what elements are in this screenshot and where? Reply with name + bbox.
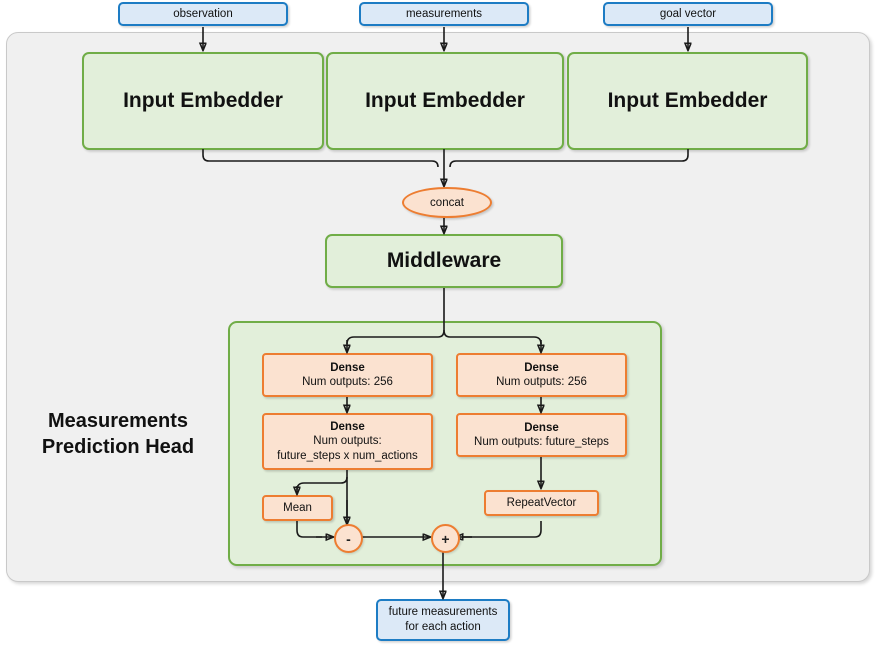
input-embedder-measurements[interactable]: Input Embedder — [326, 52, 564, 150]
left-dense-256-outputs: Num outputs: 256 — [302, 376, 393, 388]
concat-node[interactable]: concat — [402, 187, 492, 218]
right-dense-future-steps-outputs: Num outputs: future_steps — [474, 436, 609, 448]
input-embedder-goal-vector-label: Input Embedder — [607, 89, 768, 112]
mean-block[interactable]: Mean — [262, 495, 333, 521]
input-embedder-measurements-label: Input Embedder — [365, 89, 525, 112]
right-dense-256[interactable]: Dense Num outputs: 256 — [456, 353, 627, 397]
input-measurements[interactable]: measurements — [359, 2, 529, 26]
input-observation-label: observation — [173, 7, 233, 20]
left-dense-256[interactable]: Dense Num outputs: 256 — [262, 353, 433, 397]
left-dense-future-actions[interactable]: Dense Num outputs: future_steps x num_ac… — [262, 413, 433, 470]
left-dense-future-actions-outputs-line2: future_steps x num_actions — [277, 449, 418, 462]
repeat-vector-label: RepeatVector — [506, 496, 577, 509]
right-dense-future-steps-title: Dense — [524, 421, 559, 434]
concat-label: concat — [430, 196, 464, 209]
input-goal-vector[interactable]: goal vector — [603, 2, 773, 26]
measurements-prediction-head-title: Measurements Prediction Head — [18, 408, 218, 460]
input-embedder-goal-vector[interactable]: Input Embedder — [567, 52, 808, 150]
input-embedder-observation-label: Input Embedder — [123, 89, 283, 112]
right-dense-256-outputs: Num outputs: 256 — [496, 376, 587, 388]
middleware-label: Middleware — [386, 249, 502, 272]
left-dense-256-title: Dense — [330, 361, 365, 374]
mean-label: Mean — [283, 501, 312, 514]
add-operator[interactable]: + — [431, 524, 460, 553]
output-line-1: future measurements — [388, 606, 498, 618]
left-dense-future-actions-outputs-line1: Num outputs: — [313, 435, 382, 448]
subtract-operator[interactable]: - — [334, 524, 363, 553]
output-line-2: for each action — [405, 621, 481, 633]
right-dense-256-title: Dense — [524, 361, 559, 374]
repeat-vector-block[interactable]: RepeatVector — [484, 490, 599, 516]
left-dense-future-actions-title: Dense — [330, 420, 365, 433]
input-embedder-observation[interactable]: Input Embedder — [82, 52, 324, 150]
middleware-block[interactable]: Middleware — [325, 234, 563, 288]
right-dense-future-steps[interactable]: Dense Num outputs: future_steps — [456, 413, 627, 457]
input-measurements-label: measurements — [405, 7, 483, 20]
input-observation[interactable]: observation — [118, 2, 288, 26]
input-goal-vector-label: goal vector — [659, 7, 717, 20]
subtract-operator-symbol: - — [346, 530, 351, 547]
head-title-line-2: Prediction Head — [41, 436, 195, 458]
head-title-line-1: Measurements — [47, 410, 189, 432]
output-future-measurements[interactable]: future measurements for each action — [376, 599, 510, 641]
add-operator-symbol: + — [441, 530, 450, 547]
